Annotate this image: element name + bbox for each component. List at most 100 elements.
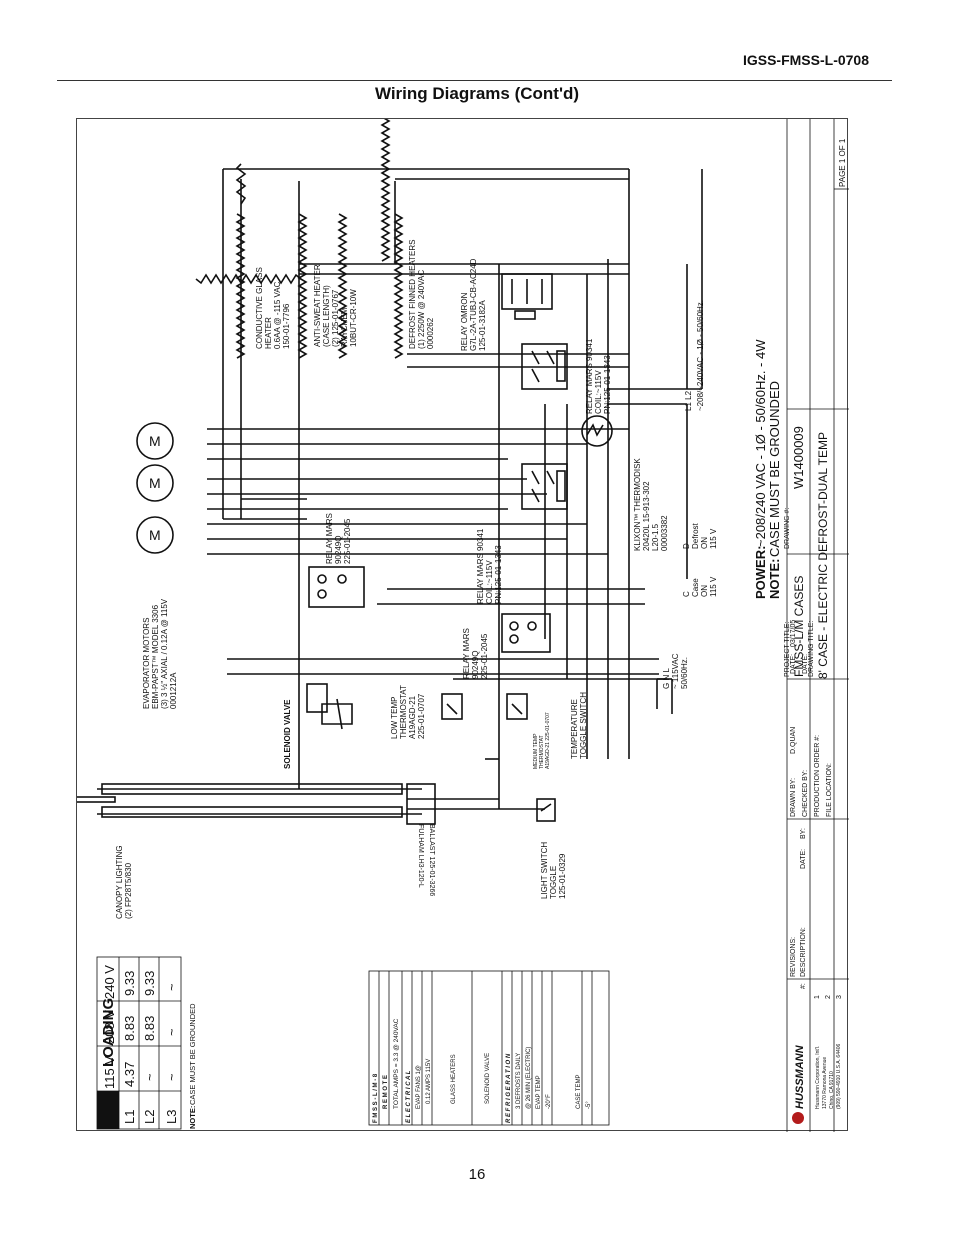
klixon-label: KLIXON™ THERMODISK [633, 458, 642, 551]
rev-row-2: 2 [825, 995, 832, 999]
checked-date-label: DATE: [802, 654, 809, 674]
spec-evap-fans-amps: 0.12 AMPS 115V [426, 1059, 432, 1104]
by-label: BY: [800, 828, 807, 839]
loading-row-l2: L2 [142, 1110, 157, 1124]
low-temp-thermostat-label: A19AGD-21 [408, 695, 417, 739]
relay-mars-90341-lower [521, 463, 568, 510]
spec-electrical: E L E C T R I C A L [406, 1070, 412, 1123]
spec-case-temp: CASE TEMP [576, 1074, 582, 1109]
drawing-frame: POWER: ~208/240 VAC - 1Ø - 50/60Hz. - 4W… [76, 118, 849, 1132]
relay-omron [501, 273, 553, 320]
company-line-2: 13770 Ramona Avenue [822, 1057, 828, 1109]
light-switch [536, 798, 556, 822]
relay-omron-label: RELAY OMRON [460, 292, 469, 351]
page-of: PAGE 1 OF 1 [838, 138, 847, 187]
temp-toggle-label: TEMPERATURE [570, 699, 579, 759]
conductive-glass-label: CONDUCTIVE GLASS [255, 267, 264, 349]
relay-mars-90341-b-label: RELAY MARS 90341 [476, 528, 485, 604]
evaporator-motor-2: M [136, 464, 174, 502]
low-temp-thermostat [441, 693, 463, 720]
rev-date-label: DATE: [800, 849, 807, 869]
low-temp-thermostat-label: 225-01-0707 [417, 693, 426, 739]
relay-mars-90341-a-label: RELAY MARS 90341 [585, 338, 594, 414]
canopy-lighting-label: (2) FP28T5/830 [124, 862, 133, 919]
spec-solenoid-valve: SOLENOID VALVE [485, 1053, 491, 1104]
evap-motors-label: (3) 3 ½" AXIAL / 0.12A @ 115V [160, 598, 169, 709]
motor-letter: M [149, 475, 161, 491]
klixon-label: 20420L 15-913-302 [642, 481, 651, 551]
revisions-label: REVISIONS: [790, 937, 797, 977]
loading-note: CASE MUST BE GROUNDED [188, 1003, 197, 1105]
terminal-c-label: 115 V [709, 576, 718, 597]
loading-row-l1: L1 [122, 1110, 137, 1124]
spec-total-amps: TOTAL AMPS = 3.3 @ 240VAC [393, 1018, 400, 1109]
checked-by-label: CHECKED BY: [802, 770, 809, 817]
spec-evap-temp-value: -20°F [546, 1094, 552, 1109]
spec-defrost-time: @ 26 MIN (ELECTRIC) [526, 1047, 532, 1109]
loading-cell: 8.83 [122, 1016, 137, 1041]
loading-row-l3: L3 [164, 1110, 179, 1124]
note-label: NOTE: [767, 559, 782, 599]
conductive-glass-label: 0.6AA @ -115 VAC [273, 281, 282, 349]
spec-remote: R E M O T E [383, 1075, 389, 1109]
relay-mars-2-label: 225-01-2045 [480, 633, 489, 679]
evaporator-motor-3: M [136, 516, 174, 554]
canopy-lighting-label: CANOPY LIGHTING [115, 845, 124, 919]
page-number: 16 [468, 1166, 486, 1183]
conductive-glass-heater [195, 163, 302, 285]
loading-cell: ~ [164, 1073, 179, 1081]
anti-sweat-label: ANTI-SWEAT HEATER [313, 264, 322, 347]
loading-table: LOADING L1 L2 L3 115 V 208 V 240 V 4.37 … [96, 956, 197, 1130]
medium-temp-thermostat [506, 693, 528, 720]
light-switch-label: TOGGLE [549, 866, 558, 899]
heater-zigzags [380, 119, 391, 262]
drawn-by-label: DRAWN BY: [790, 778, 797, 817]
rev-row-3: 3 [836, 995, 843, 999]
relay-omron-label: 125-01-3182A [478, 300, 487, 351]
evap-motors-label: EVAPORATOR MOTORS [142, 618, 151, 709]
header-rule [57, 80, 892, 81]
hussmann-wordmark: HUSSMANN [794, 1044, 806, 1109]
heater-conductive-glass [235, 213, 246, 359]
company-line-4: (909) 590-4910 U.S.A. 64406 [836, 1043, 842, 1109]
description-label: DESCRIPTION: [800, 927, 807, 977]
loading-col-208: 208 V [102, 1010, 117, 1044]
production-order-label: PRODUCTION ORDER #: [814, 735, 821, 817]
spec-table: F M S S - L / M - 8 R E M O T E TOTAL AM… [368, 970, 610, 1126]
anti-sweat-label: 10BUT-CR-10W [349, 289, 358, 347]
supply-115-label: 50/60Hz. [680, 657, 689, 689]
relay-mars-90341-b-label: PN:125-01-1343 [494, 545, 503, 604]
terminal-d-label: 115 V [709, 528, 718, 549]
loading-table-corner [97, 1091, 119, 1129]
canopy-light-1 [77, 796, 116, 803]
power-label: POWER: [753, 546, 768, 599]
company-line-3: Chino, CA 91710 [829, 1071, 835, 1109]
hussmann-logo: HUSSMANN [792, 1044, 806, 1124]
evap-motors-label: 0001212A [169, 672, 178, 709]
loading-col-115: 115 V [102, 1056, 117, 1089]
relay-mars-2-label: RELAY MARS [462, 628, 471, 679]
ballast-label: FULHAM LH3-120-L [417, 824, 424, 888]
low-temp-thermostat-label: LOW TEMP [390, 696, 399, 739]
relay-mars-2-label: 90249Q [471, 651, 480, 679]
medium-temp-thermostat-label: THERMOSTAT [539, 735, 545, 769]
wiring-diagram: POWER: ~208/240 VAC - 1Ø - 50/60Hz. - 4W… [77, 119, 849, 1132]
heater-anti-sweat-1 [297, 213, 308, 359]
drawing-number-label: DRAWING #: [784, 508, 791, 549]
page-title: Wiring Diagrams (Cont'd) [374, 84, 580, 103]
evap-motors-label: EBM-PAPST™ MODEL 3306 [151, 604, 160, 709]
medium-temp-thermostat-label: A19AGD-21 225-01-0707 [545, 712, 551, 769]
supply-115-label: ~ 115VAC [671, 653, 680, 689]
terminal-d-label: Defrost [691, 522, 700, 549]
loading-cell: 9.33 [122, 971, 137, 996]
relay-mars-90341-a-label: PN:125-01-1343 [603, 355, 612, 414]
spec-model: F M S S - L / M - 8 [373, 1073, 379, 1123]
low-temp-thermostat-label: THERMOSTAT [399, 685, 408, 739]
defrost-heater-label: DEFROST FINNED HEATERS [408, 240, 417, 350]
motor-letter: M [149, 433, 161, 449]
conductive-glass-label: 150-01-7796 [282, 303, 291, 349]
relay-omron-label: G7L-2A-TUBJ-CB-AC24D [469, 258, 478, 351]
drawing-title: 8' CASE - ELECTRIC DEFROST-DUAL TEMP [816, 432, 830, 679]
loading-cell: ~ [164, 1028, 179, 1036]
file-location-label: FILE LOCATION: [826, 763, 833, 817]
